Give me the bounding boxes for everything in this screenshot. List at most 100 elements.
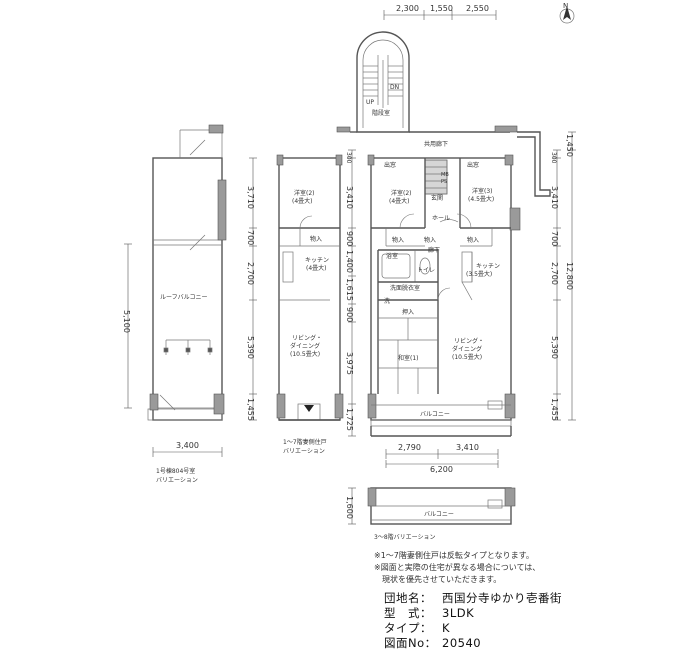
plan-label: 3～8階バリエーション — [374, 533, 436, 541]
plan-label: 洋室(2) — [294, 189, 315, 197]
plan-label: MB — [441, 172, 449, 178]
notes: ※1～7階妻側住戸は反転タイプとなります。 ※図面と実際の住宅が異なる場合につい… — [374, 550, 540, 586]
property-info: 団地名： 西国分寺ゆかり壱番街 型 式： 3LDK タイプ： K 図面No： 2… — [384, 591, 562, 651]
roof-balcony-plan: ルーフバルコニー 1号棟804号室 バリエーション — [147, 124, 227, 484]
plan-label: 5,390 — [246, 336, 255, 359]
plan-label: 和室(1) — [398, 354, 419, 362]
info-row-drawing-no: 図面No： 20540 — [384, 636, 562, 651]
main-right-dimensions: 300 3,410 700 2,700 5,390 1,455 1,450 12… — [550, 131, 576, 421]
plan-label: 2,790 — [398, 443, 421, 452]
info-row-complex: 団地名： 西国分寺ゆかり壱番街 — [384, 591, 562, 606]
lower-balcony-variant: バルコニー 3～8階バリエーション 1,600 — [345, 487, 516, 541]
note-line: 現状を優先させていただきます。 — [374, 575, 502, 584]
variant-dimensions: 3,710 700 2,700 5,390 1,455 — [246, 157, 257, 421]
main-bottom-dimensions: 2,790 3,410 6,200 — [385, 443, 499, 474]
main-unit-plan: MB PS — [367, 154, 521, 437]
plan-label: 1,600 — [345, 496, 354, 519]
main-left-dimensions: 300 3,410 900 1,400 1,615 900 3,975 1,72… — [345, 149, 356, 437]
plan-label: 共用廊下 — [424, 140, 448, 148]
plan-label: 出窓 — [384, 161, 396, 169]
plan-label: 廊下 — [428, 246, 440, 254]
plan-label: (4畳大) — [306, 264, 327, 272]
plan-label: 2,550 — [466, 4, 489, 13]
plan-label: ホール — [432, 215, 450, 222]
plan-label: (10.5畳大) — [290, 350, 320, 358]
plan-label: 5,390 — [550, 336, 559, 359]
plan-label: 12,800 — [565, 262, 574, 290]
plan-label: DN — [390, 84, 399, 91]
plan-label: 1号棟804号室 — [156, 467, 195, 475]
info-key: タイプ： — [384, 621, 432, 635]
note-line: ※1～7階妻側住戸は反転タイプとなります。 — [374, 551, 534, 560]
plan-label: (4畳大) — [389, 197, 410, 205]
plan-label: トイレ — [417, 267, 435, 274]
plan-label: 浴室 — [386, 252, 398, 260]
plan-label: バリエーション — [156, 477, 198, 484]
plan-label: 物入 — [392, 236, 404, 244]
stair-tower: UP DN 階段室 共用廊下 — [336, 31, 551, 197]
info-value: 3LDK — [442, 606, 475, 620]
plan-label: バリエーション — [283, 448, 325, 455]
plan-label: 300 — [345, 152, 352, 164]
info-key: 図面No： — [384, 636, 437, 650]
top-dimensions: 2,300 1,550 2,550 — [383, 4, 497, 20]
info-value: K — [442, 621, 451, 635]
info-row-type: 型 式： 3LDK — [384, 606, 562, 621]
plan-label: 玄関 — [431, 194, 443, 202]
plan-label: (4.5畳大) — [468, 195, 494, 203]
plan-label: 物入 — [467, 236, 479, 244]
plan-label: リビング・ — [292, 334, 322, 342]
plan-label: 1～7階妻側住戸 — [283, 438, 327, 446]
plan-label: バルコニー — [424, 511, 454, 518]
plan-label: PS — [441, 179, 447, 185]
plan-label: (10.5畳大) — [452, 353, 482, 361]
info-row-variant: タイプ： K — [384, 621, 562, 636]
plan-label: キッチン — [305, 257, 329, 264]
plan-label: リビング・ — [454, 337, 484, 345]
plan-label: 3,975 — [345, 352, 354, 375]
plan-label: 物入 — [310, 235, 322, 243]
info-value: 20540 — [442, 636, 482, 650]
plan-label: 2,700 — [246, 262, 255, 285]
info-value: 西国分寺ゆかり壱番街 — [442, 591, 562, 605]
plan-label: キッチン — [476, 263, 500, 270]
info-key: 団地名： — [384, 591, 432, 605]
plan-label: 300 — [550, 152, 557, 164]
plan-label: 900 — [345, 307, 354, 322]
plan-label: 700 — [246, 230, 255, 245]
north-arrow: N — [559, 2, 575, 24]
plan-label: 700 — [550, 231, 559, 246]
plan-label: ダイニング — [452, 345, 482, 353]
plan-label: 洗 — [384, 297, 390, 305]
plan-label: 1,455 — [246, 398, 255, 421]
plan-label: 物入 — [424, 236, 436, 244]
info-key: 型 式： — [384, 606, 432, 620]
plan-label: N — [563, 2, 568, 10]
plan-label: 900 — [345, 231, 354, 246]
plan-label: 階段室 — [372, 109, 390, 117]
plan-label: 1,615 — [345, 278, 354, 301]
plan-label: 1,725 — [345, 408, 354, 431]
plan-label: UP — [366, 99, 374, 106]
plan-label: 押入 — [402, 308, 414, 316]
plan-label: 1,450 — [565, 134, 574, 157]
plan-label: 6,200 — [430, 465, 453, 474]
plan-label: 洋室(3) — [472, 187, 493, 195]
plan-label: 洗面脱衣室 — [390, 284, 420, 292]
roof-dimensions: 5,100 3,400 — [122, 243, 223, 457]
plan-label: ルーフバルコニー — [160, 294, 208, 301]
plan-label: 1,455 — [550, 398, 559, 421]
plan-label: 3,410 — [345, 186, 354, 209]
plan-label: 2,300 — [396, 4, 419, 13]
plan-label: 5,100 — [122, 310, 131, 333]
plan-label: 3,710 — [246, 186, 255, 209]
note-line: ※図面と実際の住宅が異なる場合については、 — [374, 563, 541, 572]
plan-label: 1,550 — [430, 4, 453, 13]
plan-label: 1,400 — [345, 250, 354, 273]
plan-label: (4畳大) — [292, 197, 313, 205]
variant-end-unit-plan: 洋室(2) (4畳大) 物入 キッチン (4畳大) リビング・ ダイニング (1… — [276, 154, 344, 455]
plan-label: 洋室(2) — [391, 189, 412, 197]
plan-label: 3,410 — [550, 186, 559, 209]
plan-label: 出窓 — [467, 161, 479, 169]
